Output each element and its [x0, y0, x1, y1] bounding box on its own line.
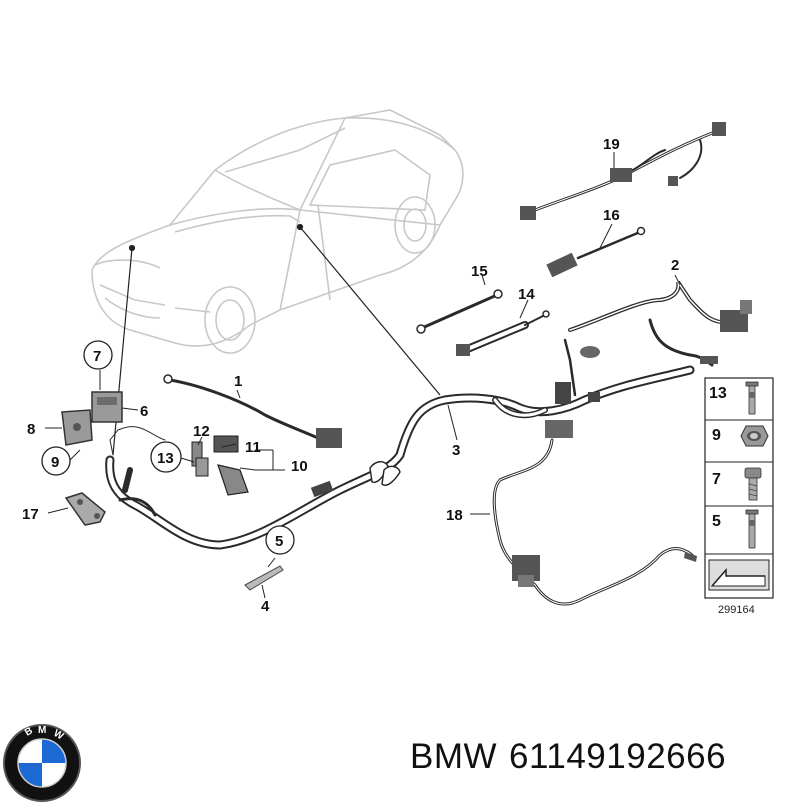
- cable-18: [492, 420, 697, 606]
- cable-19: [520, 122, 726, 220]
- callout-16: 16: [603, 207, 620, 224]
- component-10: [217, 464, 249, 496]
- hex-nut-9-icon: [740, 425, 769, 447]
- cable-14: [456, 310, 550, 356]
- part-caption: BMW 61149192666: [410, 737, 738, 777]
- bolt-7-icon: [744, 467, 762, 501]
- cable-1: [163, 374, 342, 448]
- cable-16: [546, 226, 646, 278]
- callout-18: 18: [446, 507, 463, 524]
- rivet-13-icon: [745, 381, 759, 415]
- callout-4: 4: [261, 598, 270, 615]
- callout-2: 2: [671, 257, 679, 274]
- leader-lines: [45, 152, 681, 599]
- callout-11: 11: [245, 439, 261, 456]
- legend-number-13: 13: [709, 385, 727, 402]
- callout-19: 19: [603, 136, 620, 153]
- harness-cut-mark: [369, 461, 401, 486]
- callout-1: 1: [234, 373, 242, 390]
- callouts: 1 2 3 4 5 6 7 8 9 10 11 12 13 14 15 16 1…: [22, 136, 679, 615]
- legend-table: 13 9 7 5: [704, 377, 774, 599]
- legend-number-7: 7: [712, 471, 721, 488]
- legend-number-5: 5: [712, 513, 721, 530]
- legend-number-9: 9: [712, 427, 721, 444]
- bracket-8: [61, 409, 93, 446]
- component-13: [195, 457, 209, 477]
- callout-13: 13: [157, 450, 174, 467]
- svg-text:B: B: [23, 725, 35, 738]
- callout-3: 3: [452, 442, 460, 459]
- callout-7: 7: [93, 348, 101, 365]
- rivet-5-icon: [745, 509, 759, 549]
- svg-text:M: M: [38, 725, 46, 736]
- callout-14: 14: [518, 286, 535, 303]
- bmw-logo: B M W: [3, 724, 81, 802]
- reference-number: 299164: [718, 604, 755, 616]
- cable-15: [416, 289, 503, 334]
- cable-2: [563, 280, 752, 397]
- brand-name: BMW: [410, 737, 498, 776]
- callout-9: 9: [51, 454, 59, 471]
- car-outline: [91, 109, 464, 354]
- direction-arrow-icon: [708, 559, 770, 591]
- callout-5: 5: [275, 533, 283, 550]
- module-6: [91, 391, 123, 423]
- callout-6: 6: [140, 403, 148, 420]
- part-number: 61149192666: [509, 737, 727, 776]
- main-harness: [105, 365, 695, 550]
- callout-12: 12: [193, 423, 210, 440]
- callout-17: 17: [22, 506, 39, 523]
- item-4: [244, 565, 284, 591]
- callout-15: 15: [471, 263, 488, 280]
- component-11: [213, 435, 239, 453]
- callout-8: 8: [27, 421, 35, 438]
- callout-10: 10: [291, 458, 308, 475]
- bracket-17: [64, 492, 106, 526]
